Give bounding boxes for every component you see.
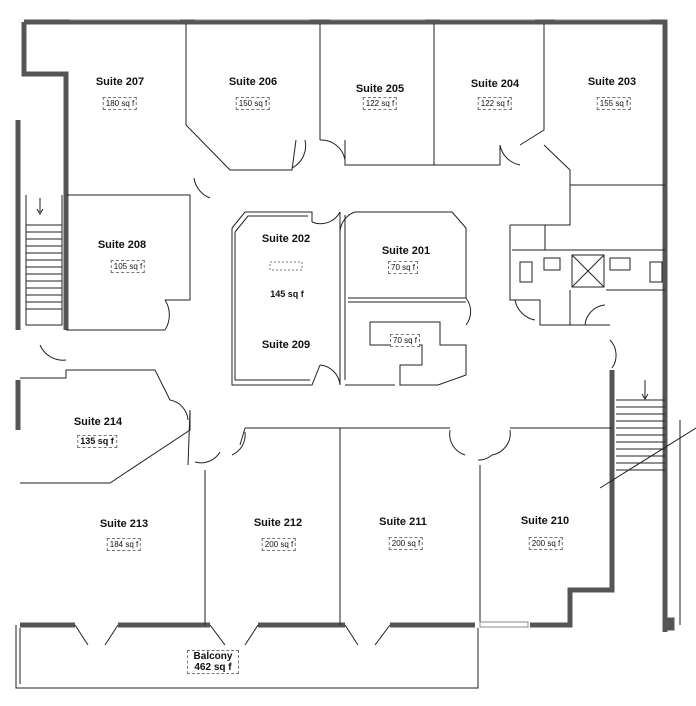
suite-208-name: Suite 208	[97, 239, 147, 251]
right-stair	[599, 380, 696, 631]
suite-201-name: Suite 201	[381, 245, 431, 257]
suite-208-area: 105 sq f	[110, 260, 146, 273]
suite-202-area: 145 sq f	[270, 289, 304, 299]
suite-201-area: 70 sq f	[387, 261, 419, 274]
suite-214-name: Suite 214	[73, 416, 123, 428]
suite-204-name: Suite 204	[470, 78, 520, 90]
bottom-suite-walls	[20, 369, 612, 625]
suite-205-name: Suite 205	[355, 83, 405, 95]
suite-210-name: Suite 210	[520, 515, 570, 527]
core-rooms	[231, 211, 467, 386]
suite-203-name: Suite 203	[587, 76, 637, 88]
suite-205-area: 122 sq f	[362, 97, 398, 110]
suite-210-area: 200 sq f	[528, 537, 564, 550]
suite-202-name: Suite 202	[261, 233, 311, 245]
bathroom-block	[509, 224, 665, 326]
balcony-area: 462 sq f	[194, 662, 232, 673]
suite-212-name: Suite 212	[253, 517, 303, 529]
suite-204-area: 122 sq f	[477, 97, 513, 110]
suite-207-name: Suite 207	[95, 76, 145, 88]
suite-209-name: Suite 209	[261, 339, 311, 351]
balcony-doors	[74, 621, 529, 646]
balcony-outline	[15, 625, 479, 689]
left-stair	[25, 195, 63, 326]
suite-201b-area: 70 sq f	[389, 334, 421, 347]
suite-206-area: 150 sq f	[235, 97, 271, 110]
top-suite-walls	[66, 24, 665, 331]
suite-207-area: 180 sq f	[102, 97, 138, 110]
exterior-walls	[15, 19, 668, 632]
suite-213-area: 184 sq f	[106, 538, 142, 551]
suite-211-area: 200 sq f	[388, 537, 424, 550]
balcony-name: Balcony	[193, 651, 233, 662]
suite-203-area: 155 sq f	[596, 97, 632, 110]
balcony-label: Balcony 462 sq f	[187, 650, 239, 674]
door-swings	[39, 139, 617, 386]
suite-212-area: 200 sq f	[261, 538, 297, 551]
suite-206-name: Suite 206	[228, 76, 278, 88]
suite-214-area: 135 sq f	[77, 435, 117, 448]
suite-213-name: Suite 213	[99, 518, 149, 530]
suite-211-name: Suite 211	[379, 516, 427, 528]
